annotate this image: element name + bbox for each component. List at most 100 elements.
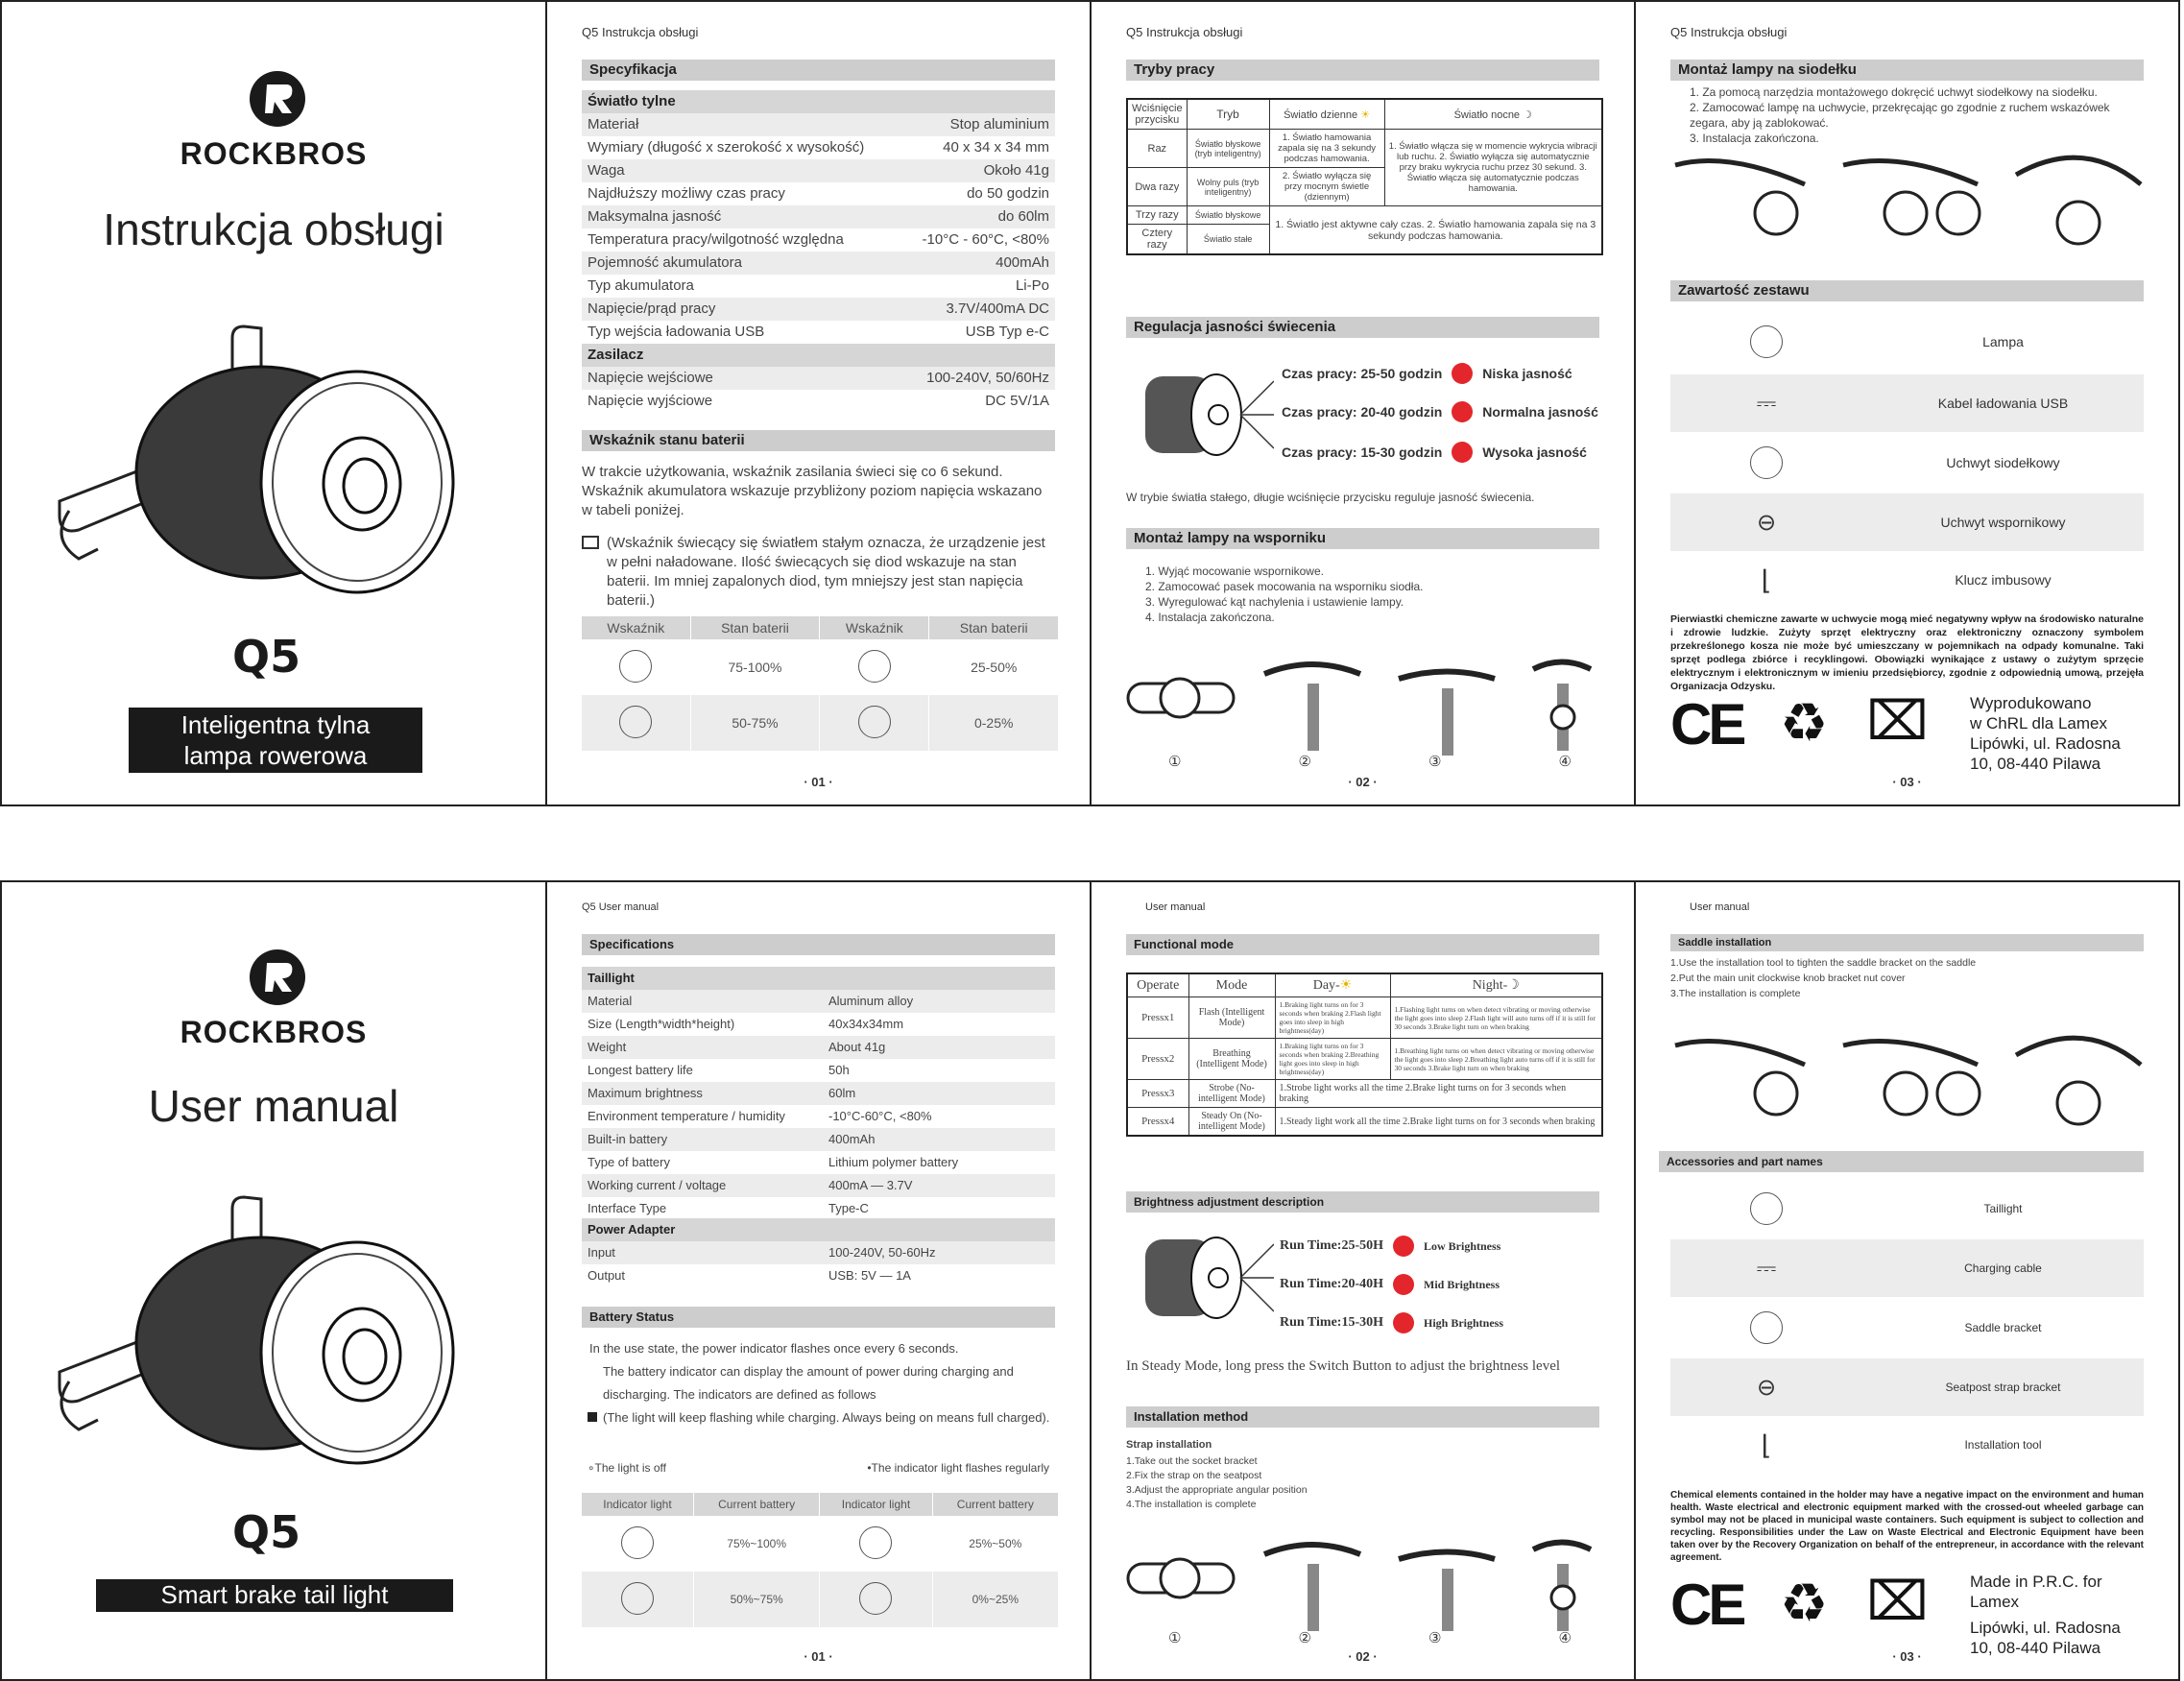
spec-label: Temperatura pracy/wilgotność względna bbox=[588, 231, 844, 248]
spec-row: Working current / voltage 400mA — 3.7V bbox=[582, 1174, 1055, 1197]
red-light-icon bbox=[1452, 363, 1474, 384]
spec-label: Working current / voltage bbox=[588, 1178, 727, 1192]
taillight-subtitle: Taillight bbox=[582, 967, 1055, 990]
step-item: 2.Fix the strap on the seatpost bbox=[1126, 1470, 1262, 1481]
hex-key-icon: ⌊ bbox=[1761, 564, 1772, 595]
rockbros-logo-icon bbox=[250, 949, 305, 1005]
step-item: 4.The installation is complete bbox=[1126, 1499, 1257, 1510]
red-light-icon bbox=[1452, 442, 1474, 463]
spec-value: About 41g bbox=[828, 1040, 886, 1054]
page-header: Q5 Instrukcja obsługi bbox=[1126, 25, 1243, 39]
usb-cable-icon: ⎓ bbox=[1756, 1253, 1777, 1282]
strap-subtitle: Strap installation bbox=[1126, 1439, 1212, 1451]
pl-page-02: Q5 Instrukcja obsługi Tryby pracy Wciśni… bbox=[1090, 0, 1636, 806]
indicator-icon bbox=[619, 649, 653, 683]
sun-icon: ☀ bbox=[1339, 978, 1353, 993]
indicator-icon bbox=[620, 1581, 654, 1615]
spec-row: Waga Około 41g bbox=[582, 159, 1055, 182]
step-item: 1.Take out the socket bracket bbox=[1126, 1455, 1258, 1467]
spec-value: DC 5V/1A bbox=[985, 393, 1049, 409]
kit-item-cable: ⎓Kabel ładowania USB bbox=[1670, 374, 2144, 432]
spec-value: do 50 godzin bbox=[967, 185, 1049, 202]
kit-item-strap-bracket: ⊖Uchwyt wspornikowy bbox=[1670, 493, 2144, 551]
mount-steps: 1.Take out the socket bracket 2.Fix the s… bbox=[1126, 1454, 1599, 1512]
spec-value: -10°C - 60°C, <80% bbox=[922, 231, 1049, 248]
model-name: Q5 bbox=[232, 631, 301, 683]
spec-value: Type-C bbox=[828, 1201, 869, 1215]
brightness-section-title: Brightness adjustment description bbox=[1126, 1191, 1599, 1213]
usb-cable-icon: ⎓ bbox=[1756, 388, 1777, 417]
spec-value: Około 41g bbox=[983, 162, 1049, 179]
red-light-icon bbox=[1393, 1236, 1414, 1257]
power-subtitle: Power Adapter bbox=[582, 1218, 1055, 1241]
saddle-steps: 1.Use the installation tool to tighten t… bbox=[1670, 955, 2144, 1001]
spec-label: Environment temperature / humidity bbox=[588, 1109, 785, 1123]
taillight-product-icon bbox=[58, 324, 455, 594]
page-number: · 03 · bbox=[1892, 775, 1922, 789]
saddle-bracket-icon bbox=[1750, 446, 1783, 479]
spec-label: Built-in battery bbox=[588, 1132, 668, 1146]
lamp-icon bbox=[1750, 325, 1783, 358]
spec-label: Type of battery bbox=[588, 1155, 670, 1169]
page-number: · 02 · bbox=[1348, 775, 1378, 789]
ce-mark-icon: CE bbox=[1670, 1573, 1746, 1637]
page-number: · 02 · bbox=[1348, 1649, 1378, 1664]
red-light-icon bbox=[1393, 1312, 1414, 1333]
brightness-note: In Steady Mode, long press the Switch Bu… bbox=[1126, 1358, 1561, 1374]
spec-value: 3.7V/400mA DC bbox=[946, 300, 1049, 317]
mount-steps: 1. Wyjąć mocowanie wspornikowe.2. Zamoco… bbox=[1145, 564, 1599, 625]
page-header: Q5 Instrukcja obsługi bbox=[1670, 25, 1788, 39]
red-light-icon bbox=[1452, 401, 1474, 422]
spec-row: Temperatura pracy/wilgotność względna -10… bbox=[582, 228, 1055, 252]
lamp-side-icon bbox=[1145, 373, 1274, 456]
spec-label: Typ wejścia ładowania USB bbox=[588, 324, 765, 340]
spec-label: Waga bbox=[588, 162, 625, 179]
spec-value: Stop aluminium bbox=[949, 116, 1049, 132]
spec-label: Wymiary (długość x szerokość x wysokość) bbox=[588, 139, 865, 156]
saddle-bracket-icon bbox=[1750, 1311, 1783, 1344]
page-header: Q5 User manual bbox=[582, 901, 660, 913]
step-item: 3. Instalacja zakończona. bbox=[1690, 132, 1819, 145]
pl-page-01: Q5 Instrukcja obsługi Specyfikacja Świat… bbox=[545, 0, 1092, 806]
spec-label: Pojemność akumulatora bbox=[588, 254, 742, 271]
spec-row: Environment temperature / humidity-10°C-… bbox=[582, 1105, 1055, 1128]
indicator-icon bbox=[859, 1581, 893, 1615]
disposal-notice: Chemical elements contained in the holde… bbox=[1670, 1490, 2144, 1563]
battery-icon bbox=[588, 1412, 597, 1422]
spec-row: Weight About 41g bbox=[582, 1036, 1055, 1059]
pl-page-03: Q5 Instrukcja obsługi Montaż lampy na si… bbox=[1634, 0, 2180, 806]
spec-label: Najdłuższy możliwy czas pracy bbox=[588, 185, 785, 202]
spec-value: 400mA — 3.7V bbox=[828, 1178, 913, 1192]
polish-sheet: ROCKBROS Instrukcja obsługi Q5 Inteligen… bbox=[0, 0, 2184, 806]
spec-section-title: Specifications bbox=[582, 934, 1055, 955]
indicator-legend: ∘The light is off•The indicator light fl… bbox=[588, 1461, 1049, 1475]
moon-icon: ☽ bbox=[1523, 108, 1532, 121]
spec-value: 60lm bbox=[828, 1086, 856, 1100]
cover-title: User manual bbox=[148, 1081, 399, 1131]
strap-bracket-icon: ⊖ bbox=[1756, 1374, 1777, 1401]
step-item: 1.Use the installation tool to tighten t… bbox=[1670, 957, 1977, 969]
step-item: 2. Zamocować lampę na uchwycie, przekręc… bbox=[1690, 101, 2110, 130]
spec-label: Typ akumulatora bbox=[588, 277, 694, 294]
disposal-notice: Pierwiastki chemiczne zawarte w uchwycie… bbox=[1670, 613, 2144, 692]
indicator-icon bbox=[857, 649, 891, 683]
recycle-icon: ♻ bbox=[1780, 692, 1829, 753]
spec-label: Weight bbox=[588, 1040, 627, 1054]
saddle-section-title: Montaż lampy na siodełku bbox=[1670, 60, 2144, 81]
spec-label: Output bbox=[588, 1268, 626, 1283]
kit-item-lamp: Lampa bbox=[1670, 313, 2144, 371]
